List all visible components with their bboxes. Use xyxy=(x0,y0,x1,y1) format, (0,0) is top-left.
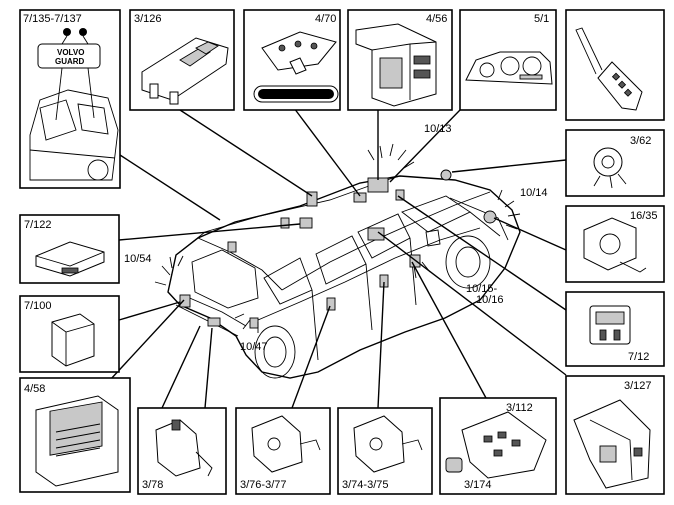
car-marker-door-module xyxy=(367,227,385,241)
car-marker-tailgate xyxy=(207,317,221,327)
label-flash-10-47: 10/47 xyxy=(240,341,268,353)
car-marker-rear-door-lock xyxy=(326,297,336,311)
label-driver-door-module-sub: 3/174 xyxy=(464,479,492,491)
siren-icon xyxy=(583,217,637,271)
label-fuse-box: 4/58 xyxy=(24,383,45,395)
label-instrument-cluster: 5/1 xyxy=(534,13,549,25)
car-marker-module-7-122 xyxy=(299,217,313,229)
car-marker-fuse-box xyxy=(179,294,191,308)
label-driver-door-module: 3/112 xyxy=(506,402,533,414)
indicator-flash-rays xyxy=(154,143,521,333)
car-marker-window-switch xyxy=(306,191,318,207)
label-front-door-lock: 3/74-3/75 xyxy=(342,479,388,491)
box-door-module-rear: 3/127 xyxy=(565,375,665,495)
box-instrument-cluster: 5/1 xyxy=(459,9,557,111)
box-switch: 7/12 xyxy=(565,291,665,367)
label-flash-10-54: 10/54 xyxy=(124,253,152,265)
box-central-module: 4/56 xyxy=(347,9,453,111)
box-rear-door-lock: 3/76-3/77 xyxy=(235,407,331,495)
box-module-7-100: 7/100 xyxy=(19,295,120,373)
box-driver-door-module: 3/112 3/174 xyxy=(439,397,557,495)
label-central-module: 4/56 xyxy=(426,13,447,25)
box-fuse-box: 4/58 xyxy=(19,377,131,493)
label-module-7-122: 7/122 xyxy=(24,219,52,231)
estate-car-drawing xyxy=(167,169,521,379)
label-rear-door-lock: 3/76-3/77 xyxy=(240,479,286,491)
label-sensor: 3/62 xyxy=(630,135,651,147)
label-window-switch: 3/126 xyxy=(134,13,162,25)
pin-dot-left-icon xyxy=(63,28,71,36)
box-siren: 16/35 xyxy=(565,205,665,283)
car-marker-roof xyxy=(280,217,290,229)
box-security-label: 7/135-7/137 VOLVO GUARD xyxy=(19,9,121,189)
box-sensor: 3/62 xyxy=(565,129,665,197)
car-marker-sensor xyxy=(440,169,452,181)
label-switch: 7/12 xyxy=(628,351,649,363)
box-tailgate-lock: 3/78 xyxy=(137,407,227,495)
module-7-122-icon xyxy=(35,241,105,277)
pin-dot-right-icon xyxy=(79,28,87,36)
car-marker-siren xyxy=(483,210,497,224)
box-window-switch: 3/126 xyxy=(129,9,235,111)
box-front-door-lock: 3/74-3/75 xyxy=(337,407,433,495)
car-marker-cem xyxy=(367,177,389,193)
rear-door-lock-icon xyxy=(251,415,303,473)
interior-light-icon xyxy=(261,31,337,71)
label-interior-light: 4/70 xyxy=(315,13,336,25)
car-marker-cluster xyxy=(395,189,405,201)
box-interior-light: 4/70 xyxy=(243,9,341,111)
label-flash-10-16: 10/16 xyxy=(476,294,504,306)
front-door-lock-icon xyxy=(353,415,405,473)
label-door-module-rear: 3/127 xyxy=(624,380,652,392)
label-flash-10-15: 10/15- xyxy=(466,283,498,295)
label-module-7-100: 7/100 xyxy=(24,300,52,312)
leader-lines xyxy=(109,107,567,409)
car-marker-rear-roof xyxy=(227,241,237,253)
car-marker-rear-light xyxy=(249,317,259,329)
box-module-7-122: 7/122 xyxy=(19,214,120,284)
car-marker-interior-light xyxy=(353,192,367,203)
label-flash-10-14: 10/14 xyxy=(520,187,548,199)
box-remote-key xyxy=(565,9,665,121)
label-flash-10-13: 10/13 xyxy=(424,123,452,135)
label-volvo: VOLVO xyxy=(57,48,84,57)
sensor-icon xyxy=(593,147,623,177)
module-7-100-icon xyxy=(51,313,95,367)
flash-labels: 10/13 10/14 10/54 10/47 10/15- 10/16 xyxy=(124,123,548,353)
driver-door-switch-panel-icon xyxy=(461,411,547,479)
label-security-kit: 7/135-7/137 xyxy=(23,13,82,25)
label-siren: 16/35 xyxy=(630,210,658,222)
label-guard: GUARD xyxy=(55,57,85,66)
label-tailgate-lock: 3/78 xyxy=(142,479,163,491)
